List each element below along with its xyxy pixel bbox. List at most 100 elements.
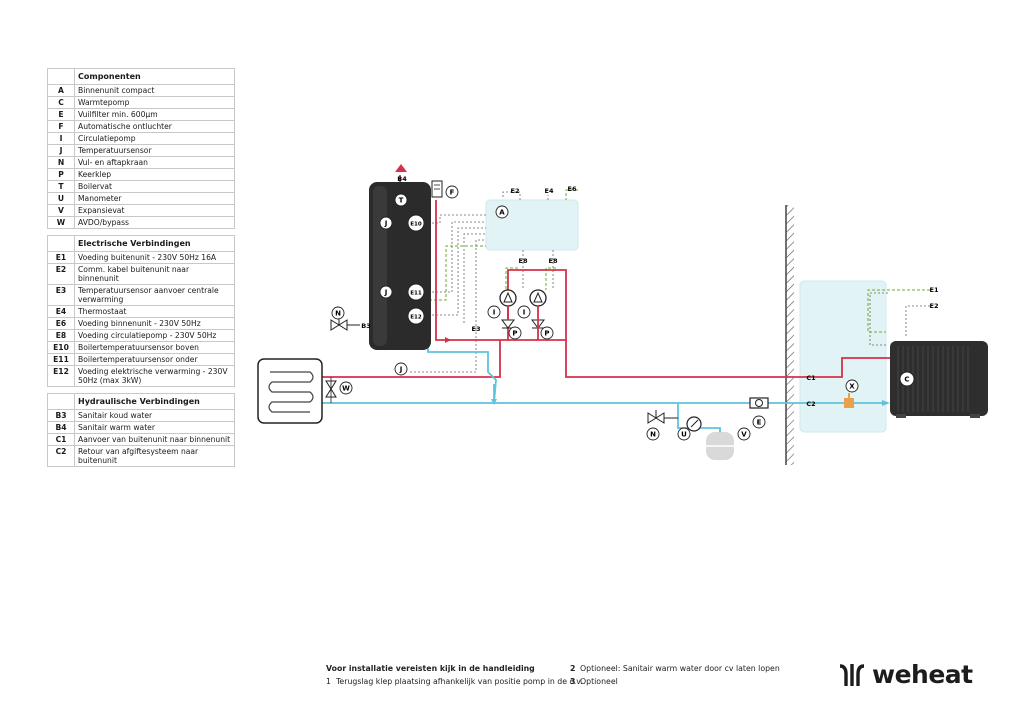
marker-label: F xyxy=(450,189,455,197)
footer-note3: Optioneel xyxy=(580,677,618,686)
marker-label: P xyxy=(512,330,517,338)
marker-a: A xyxy=(495,205,509,219)
marker-label: V xyxy=(741,431,747,439)
label-e6: E6 xyxy=(568,185,577,193)
marker-label: E11 xyxy=(410,291,422,297)
label-c1: C1 xyxy=(806,374,816,382)
bypass-valve-icon xyxy=(325,377,337,403)
return-arrow xyxy=(491,399,497,405)
label-b3: B3 xyxy=(361,322,370,330)
footer-note2: Optioneel: Sanitair warm water door cv l… xyxy=(580,664,780,673)
manometer-icon xyxy=(686,416,702,432)
optional-component-icon xyxy=(844,393,854,408)
marker-label: I xyxy=(493,309,496,317)
label-e1: E1 xyxy=(930,286,939,294)
marker-label: J xyxy=(384,220,388,228)
legend-description: Voeding elektrische verwarming - 230V 50… xyxy=(74,365,235,387)
label-e3: E3 xyxy=(472,325,481,333)
marker-p: P xyxy=(540,326,554,340)
footer-heading: Voor installatie vereisten kijk in de ha… xyxy=(326,664,535,673)
label-b4: B4 xyxy=(397,175,407,183)
wall-hatch xyxy=(786,205,794,465)
marker-i: I xyxy=(517,305,531,319)
marker-c: C xyxy=(899,371,915,387)
power-wiring xyxy=(424,189,930,333)
floor-heating-unit xyxy=(257,358,323,424)
marker-n: N xyxy=(331,306,345,320)
supply-pipes xyxy=(322,175,890,378)
circulation-pump-icon xyxy=(499,289,547,307)
expansion-vessel-icon xyxy=(706,432,734,460)
marker-label: X xyxy=(849,383,855,391)
label-e4: E4 xyxy=(545,187,554,195)
label-e2: E2 xyxy=(930,302,939,310)
marker-label: J xyxy=(384,289,388,297)
marker-f: F xyxy=(445,185,459,199)
marker-u: U xyxy=(677,427,691,441)
footer-note1: Terugslag klep plaatsing afhankelijk van… xyxy=(336,677,583,686)
marker-label: A xyxy=(499,209,505,217)
label-e2: E2 xyxy=(511,187,520,195)
marker-j: J xyxy=(394,362,408,376)
marker-label: E xyxy=(757,419,762,427)
brand-wordmark: weheat xyxy=(872,660,973,689)
hot-water-arrow-icon xyxy=(395,164,407,172)
floor-heating-coil xyxy=(268,371,314,413)
footer-note1-num: 1 xyxy=(326,677,331,686)
legend-elektrisch-header: Electrische Verbindingen xyxy=(47,235,235,252)
drain-valve-icon xyxy=(330,318,360,331)
marker-e11: E11 xyxy=(407,283,425,301)
indoor-unit-panel xyxy=(485,199,579,251)
footer-note3-num: 3 xyxy=(570,677,576,686)
marker-label: J xyxy=(399,366,403,374)
marker-label: T xyxy=(399,197,404,205)
label-c2: C2 xyxy=(806,400,815,408)
outdoor-zone-panel xyxy=(799,280,887,433)
marker-p: P xyxy=(508,326,522,340)
marker-v: V xyxy=(737,427,751,441)
label-e8: E8 xyxy=(519,257,528,265)
label-e8: E8 xyxy=(549,257,558,265)
tank-highlight xyxy=(373,186,387,346)
dirt-filter-icon xyxy=(749,397,769,409)
marker-label: U xyxy=(681,431,687,439)
marker-x: X xyxy=(845,379,859,393)
marker-n: N xyxy=(646,427,660,441)
legend-description: Comm. kabel buitenunit naar binnenunit xyxy=(74,263,235,285)
return-arrow-outdoor xyxy=(882,400,890,406)
marker-i: I xyxy=(487,305,501,319)
supply-arrow-valve xyxy=(445,337,451,343)
marker-label: P xyxy=(544,330,549,338)
marker-j: J xyxy=(379,285,393,299)
marker-label: W xyxy=(342,385,350,393)
marker-e: E xyxy=(752,415,766,429)
marker-e12: E12 xyxy=(407,307,425,325)
drain-valve-return-icon xyxy=(647,410,678,424)
marker-label: C xyxy=(904,376,909,384)
marker-label: E10 xyxy=(410,222,422,228)
marker-j: J xyxy=(379,216,393,230)
footer-note2-num: 2 xyxy=(570,664,576,673)
marker-t: T xyxy=(394,193,408,207)
marker-w: W xyxy=(339,381,353,395)
marker-label: N xyxy=(335,310,341,318)
weheat-logo-icon xyxy=(839,663,865,686)
legend-description: AVDO/bypass xyxy=(74,216,235,229)
marker-label: N xyxy=(650,431,656,439)
marker-label: E12 xyxy=(410,315,422,321)
